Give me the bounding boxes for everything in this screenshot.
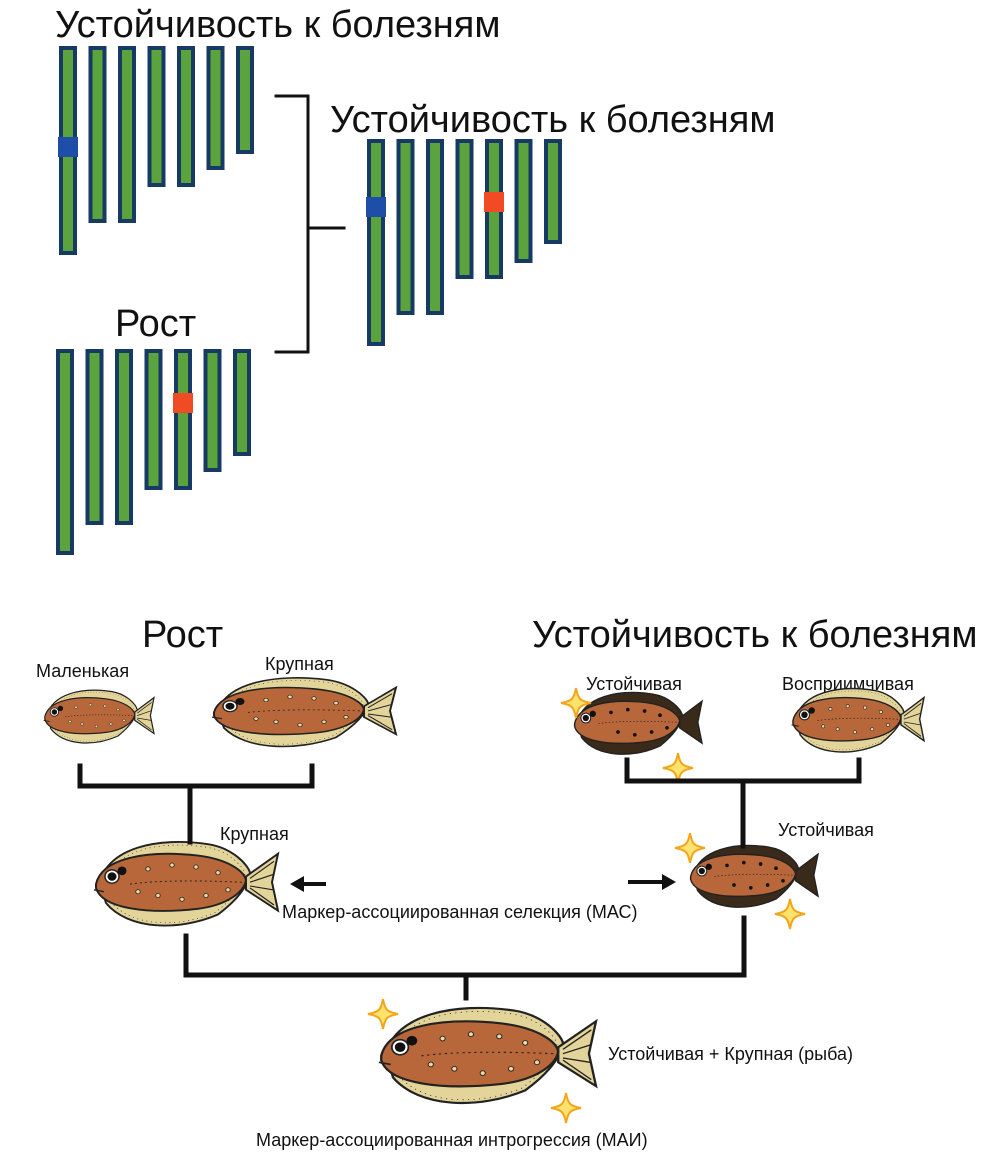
chromosome-bar	[203, 349, 222, 472]
chromosome-bar	[455, 139, 474, 279]
chromosome-set-growth	[56, 349, 251, 555]
chromosome-bar	[396, 139, 415, 315]
parent-b-label: Рост	[115, 303, 196, 345]
parent-a-label: Устойчивость к болезням	[55, 4, 500, 46]
chromosome-bar	[88, 46, 107, 223]
final-fish-label: Устойчивая + Крупная (рыба)	[608, 1044, 853, 1064]
mai-label: Маркер-ассоциированная интрогрессия (МАИ…	[256, 1130, 648, 1150]
small-fish	[42, 689, 155, 744]
sparkle-icon	[674, 832, 706, 864]
large-offspring-label: Крупная	[220, 824, 289, 844]
sparkle-icon	[367, 998, 399, 1030]
chromosome-bar	[147, 46, 166, 187]
chromosome-set-resistance	[58, 46, 254, 255]
arrow-right-icon	[628, 874, 676, 890]
chromosome-bar	[367, 139, 385, 346]
chromosome-bar	[118, 46, 136, 223]
resistant-fish-label: Устойчивая	[586, 674, 682, 694]
chromosome-bar	[236, 46, 254, 154]
final-fish	[377, 1006, 598, 1105]
offspring-label: Устойчивость к болезням	[330, 99, 775, 141]
chromosome-bar	[177, 46, 195, 187]
cross-bracket	[274, 94, 346, 354]
sparkle-icon	[550, 1092, 582, 1124]
chromosome-bar	[144, 349, 163, 490]
small-fish-label: Маленькая	[36, 661, 129, 681]
growth-cross-lines	[77, 763, 315, 845]
chromosome-bar	[233, 349, 251, 456]
chromosome-bar	[544, 139, 562, 244]
introgression-lines	[183, 915, 747, 1001]
resistant-fish	[573, 691, 703, 755]
arrow-left-icon	[290, 876, 326, 892]
resistance-marker	[366, 197, 386, 217]
growth-marker	[484, 192, 504, 212]
growth-marker	[173, 393, 193, 413]
large-fish-label: Крупная	[265, 654, 334, 674]
chromosome-bar	[514, 139, 533, 263]
chromosome-bar	[426, 139, 444, 315]
sparkle-icon	[774, 898, 806, 930]
chromosome-set-offspring	[366, 139, 562, 346]
mas-label: Маркер-ассоциированная селекция (МАС)	[282, 902, 638, 922]
resistance-cross-lines	[624, 757, 862, 849]
chromosome-bar	[115, 349, 133, 525]
chromosome-bar	[56, 349, 74, 555]
resistance-marker	[58, 137, 78, 157]
susceptible-fish-label: Восприимчивая	[782, 674, 914, 694]
large-offspring-fish	[93, 840, 279, 927]
chromosome-bar	[206, 46, 225, 170]
resistant-offspring-fish	[689, 844, 819, 908]
resistant-offspring-label: Устойчивая	[778, 820, 874, 840]
resistance-title: Устойчивость к болезням	[532, 614, 977, 656]
chromosome-bar	[174, 349, 192, 490]
growth-title: Рост	[142, 614, 223, 656]
susceptible-fish	[790, 687, 925, 753]
large-fish	[211, 676, 397, 748]
chromosome-bar	[85, 349, 104, 525]
